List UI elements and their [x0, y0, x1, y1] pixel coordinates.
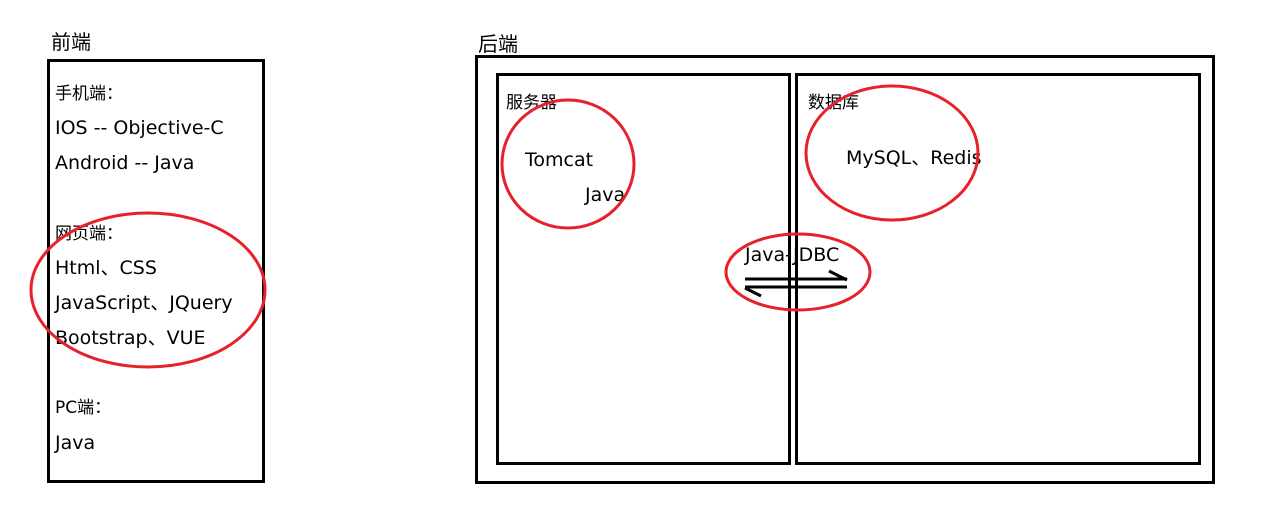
- web-item: Bootstrap、VUE: [55, 327, 206, 349]
- frontend-box: [47, 59, 265, 483]
- mobile-heading: 手机端：: [55, 84, 123, 104]
- pc-item: Java: [55, 432, 96, 454]
- highlight-circle-database: [804, 84, 980, 222]
- database-box: [795, 73, 1201, 465]
- web-item: JavaScript、JQuery: [55, 292, 233, 314]
- server-heading: 服务器: [506, 93, 557, 113]
- bidirectional-arrow-icon: [744, 269, 848, 298]
- web-item: Html、CSS: [55, 257, 157, 279]
- server-item: Tomcat: [525, 149, 594, 171]
- backend-title: 后端: [478, 32, 518, 56]
- web-heading: 网页端：: [55, 224, 123, 244]
- server-item: Java: [585, 184, 626, 206]
- highlight-circle-web: [29, 211, 267, 369]
- mobile-item: IOS -- Objective-C: [55, 117, 224, 139]
- connector-label: Java-JDBC: [745, 244, 840, 266]
- backend-box: [475, 55, 1215, 484]
- highlight-circle-server: [500, 98, 636, 230]
- pc-heading: PC端：: [55, 398, 112, 418]
- frontend-title: 前端: [51, 30, 91, 54]
- mobile-item: Android -- Java: [55, 152, 195, 174]
- server-box: [496, 73, 791, 465]
- highlight-circle-jdbc: [724, 232, 872, 312]
- database-item: MySQL、Redis: [846, 147, 982, 169]
